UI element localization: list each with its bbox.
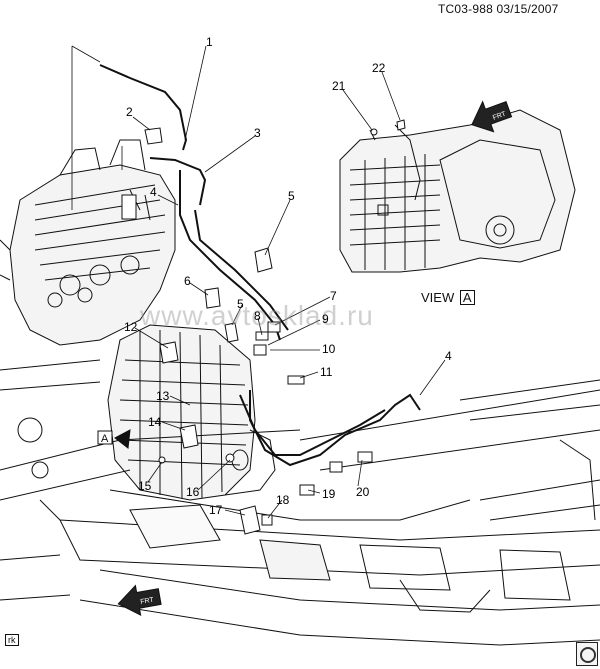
publisher-logo-icon — [576, 642, 598, 666]
callout-19: 19 — [322, 487, 336, 501]
callout-11: 11 — [320, 365, 333, 379]
callout-16: 16 — [186, 485, 200, 499]
frame-rails — [0, 359, 600, 646]
front-label-upper: FRT — [492, 110, 508, 121]
callout-21: 21 — [332, 79, 346, 93]
front-arrow-icon — [117, 100, 513, 617]
callout-8: 8 — [254, 309, 261, 323]
callout-2: 2 — [126, 105, 133, 119]
view-label-letter: A — [459, 290, 475, 305]
callout-4-lower: 4 — [445, 349, 452, 363]
callout-10: 10 — [322, 342, 336, 356]
callout-6: 6 — [184, 274, 191, 288]
front-label-lower: FRT — [140, 597, 155, 606]
leader-lines — [71, 45, 446, 519]
view-a-inset — [339, 109, 576, 273]
callout-3: 3 — [254, 126, 261, 140]
callout-20: 20 — [356, 485, 370, 499]
callout-22: 22 — [372, 61, 386, 75]
callout-15: 15 — [138, 479, 152, 493]
view-a-marker-letter: A — [101, 433, 109, 445]
view-label-text: VIEW — [421, 290, 455, 305]
callout-14: 14 — [148, 415, 162, 429]
callout-7: 7 — [330, 289, 337, 303]
view-a-arrow-icon — [97, 429, 131, 449]
callout-5-lower: 5 — [237, 297, 244, 311]
callout-9: 9 — [322, 312, 329, 326]
callout-4-upper: 4 — [150, 185, 157, 199]
callout-12: 12 — [124, 320, 138, 334]
callout-13: 13 — [156, 389, 170, 403]
callout-18: 18 — [276, 493, 290, 507]
callout-1: 1 — [206, 35, 213, 49]
drawing-code: TC03-988 03/15/2007 — [438, 2, 559, 16]
callout-17: 17 — [209, 503, 223, 517]
engine-assembly — [0, 139, 176, 346]
component-parts — [144, 119, 406, 535]
watermark-text: www.avtosklad.ru — [140, 300, 374, 331]
corner-code: rk — [5, 634, 19, 646]
callout-5-upper: 5 — [288, 189, 295, 203]
view-a-label: VIEW A — [421, 290, 475, 305]
